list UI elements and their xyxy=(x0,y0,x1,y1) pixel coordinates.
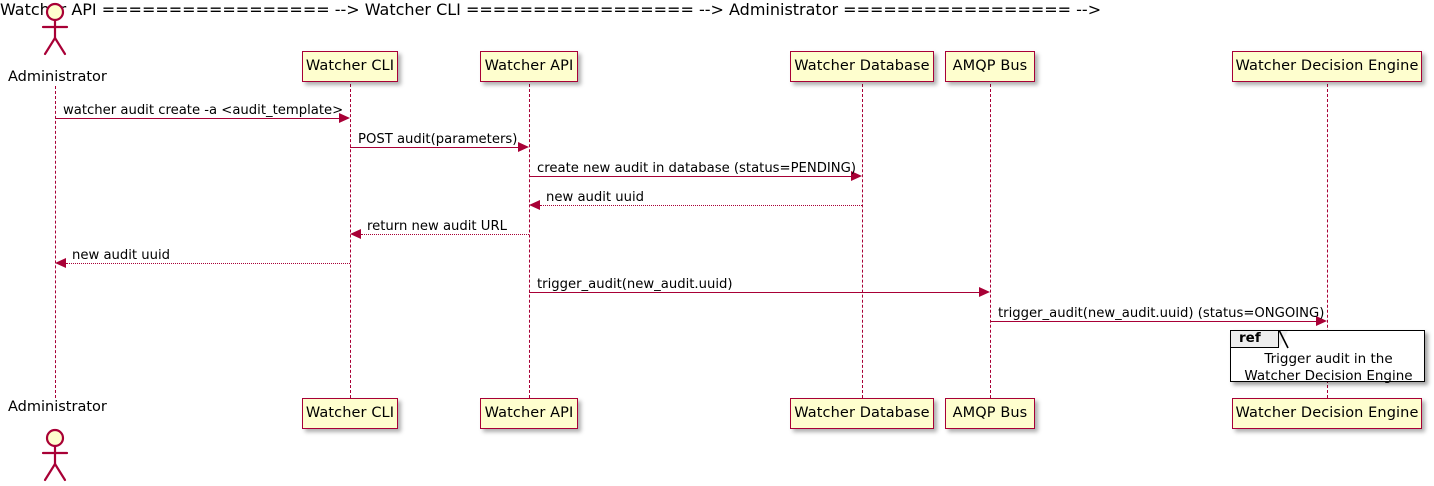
ref-fragment-text: Trigger audit in the Watcher Decision En… xyxy=(1231,351,1426,385)
lifeline-amqp-bus xyxy=(990,84,991,398)
arrowhead-2 xyxy=(851,171,862,181)
participant-watcher-api-bottom[interactable]: Watcher API xyxy=(480,398,578,429)
message-label-4: return new audit URL xyxy=(367,219,507,234)
message-arrow-0 xyxy=(55,118,339,119)
arrowhead-1 xyxy=(518,142,529,152)
actor-administrator-bottom xyxy=(33,428,77,482)
message-label-0: watcher audit create -a <audit_template> xyxy=(63,103,344,118)
message-label-5: new audit uuid xyxy=(72,248,171,263)
participant-amqp-bus-bottom[interactable]: AMQP Bus xyxy=(945,398,1035,429)
ref-fragment-tab-notch xyxy=(1278,330,1289,349)
participant-watcher-cli-top[interactable]: Watcher CLI xyxy=(302,51,398,82)
arrowhead-0 xyxy=(339,113,350,123)
ref-fragment-tab: ref xyxy=(1231,331,1279,348)
lifeline-watcher-decision-engine xyxy=(1327,84,1328,398)
message-arrow-6 xyxy=(529,292,979,293)
participant-watcher-decision-engine-top[interactable]: Watcher Decision Engine xyxy=(1232,51,1422,82)
actor-label-administrator-top: Administrator xyxy=(8,69,107,85)
ref-fragment-tag: ref xyxy=(1239,330,1261,347)
message-label-3: new audit uuid xyxy=(546,190,645,205)
message-label-6: trigger_audit(new_audit.uuid) xyxy=(537,277,733,292)
actor-administrator-top xyxy=(33,2,77,56)
arrowhead-4 xyxy=(350,229,361,239)
arrowhead-7 xyxy=(1316,316,1327,326)
lifeline-watcher-database xyxy=(862,84,863,398)
arrowhead-3 xyxy=(529,200,540,210)
message-arrow-5 xyxy=(66,263,350,264)
ref-fragment-line-1: Trigger audit in the xyxy=(1264,351,1393,367)
arrowhead-5 xyxy=(55,258,66,268)
lifeline-administrator xyxy=(55,86,56,398)
actor-label-administrator-bottom: Administrator xyxy=(8,399,107,415)
message-label-7: trigger_audit(new_audit.uuid) (status=ON… xyxy=(998,306,1325,321)
ref-fragment-box: ref Trigger audit in the Watcher Decisio… xyxy=(1230,330,1426,385)
arrowhead-6 xyxy=(979,287,990,297)
message-arrow-3 xyxy=(540,205,862,206)
message-label-1: POST audit(parameters) xyxy=(358,132,518,147)
participant-watcher-database-bottom[interactable]: Watcher Database xyxy=(790,398,934,429)
lifeline-watcher-cli xyxy=(350,84,351,398)
lifeline-watcher-api xyxy=(529,84,530,398)
participant-watcher-cli-bottom[interactable]: Watcher CLI xyxy=(302,398,398,429)
participant-watcher-api-top[interactable]: Watcher API xyxy=(480,51,578,82)
message-arrow-4 xyxy=(361,234,529,235)
actor-icon xyxy=(41,428,69,482)
message-arrow-2 xyxy=(529,176,851,177)
participant-watcher-decision-engine-bottom[interactable]: Watcher Decision Engine xyxy=(1232,398,1422,429)
ref-fragment-line-2: Watcher Decision Engine xyxy=(1244,368,1413,384)
participant-watcher-database-top[interactable]: Watcher Database xyxy=(790,51,934,82)
message-arrow-7 xyxy=(990,321,1316,322)
message-arrow-1 xyxy=(350,147,518,148)
actor-icon xyxy=(41,2,69,56)
participant-amqp-bus-top[interactable]: AMQP Bus xyxy=(945,51,1035,82)
message-label-2: create new audit in database (status=PEN… xyxy=(537,161,857,176)
